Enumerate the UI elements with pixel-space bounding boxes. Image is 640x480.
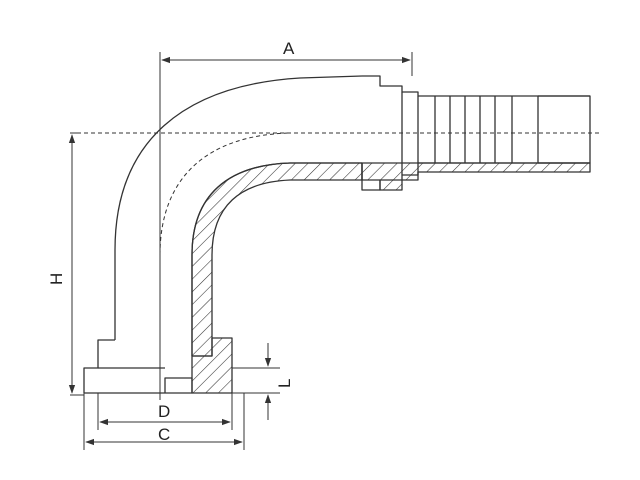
dim-label-h: H bbox=[47, 273, 66, 285]
flange-left bbox=[83, 339, 193, 394]
elbow-outer-contour bbox=[114, 75, 363, 340]
section-wall-hatch bbox=[191, 162, 363, 357]
dim-label-a: A bbox=[283, 39, 295, 58]
dim-label-l: L bbox=[275, 379, 294, 388]
dim-label-d: D bbox=[158, 402, 170, 421]
hose-barbs bbox=[401, 92, 590, 175]
dim-label-c: C bbox=[158, 425, 170, 444]
hose-tail-hatch bbox=[361, 162, 591, 191]
centerline-bend bbox=[159, 132, 291, 395]
